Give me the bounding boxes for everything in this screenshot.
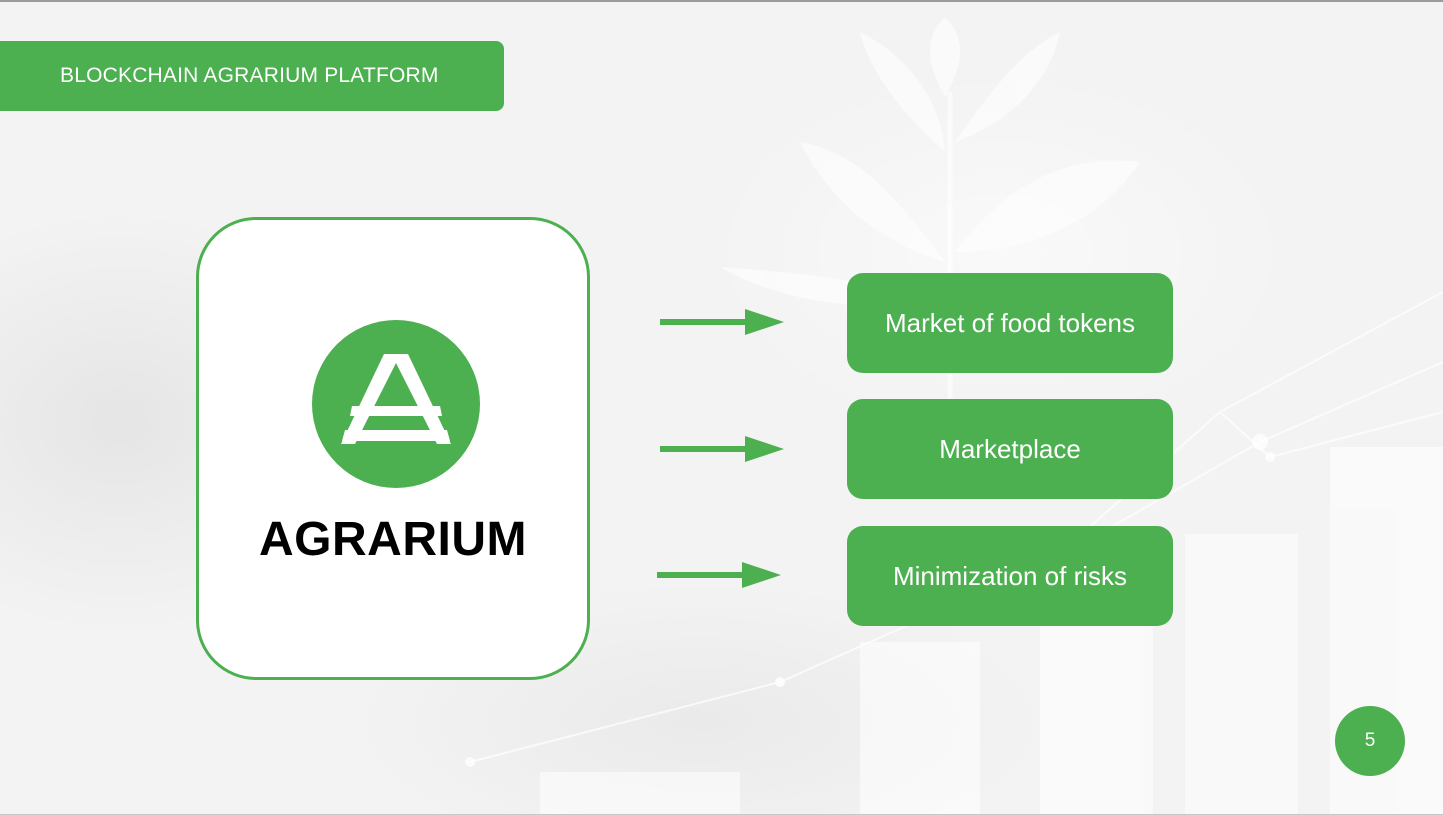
- brand-name: AGRARIUM: [259, 513, 527, 566]
- arrow-right-icon: [660, 309, 784, 335]
- feature-minimization-of-risks: Minimization of risks: [847, 526, 1173, 626]
- logo-card: AGRARIUM: [196, 217, 590, 680]
- page-number-badge: 5: [1335, 706, 1405, 776]
- feature-market-of-food-tokens: Market of food tokens: [847, 273, 1173, 373]
- arrow-right-icon: [660, 436, 784, 462]
- arrow-right-icon: [657, 562, 781, 588]
- feature-marketplace: Marketplace: [847, 399, 1173, 499]
- header-title: BLOCKCHAIN AGRARIUM PLATFORM: [60, 64, 439, 87]
- header-bar: BLOCKCHAIN AGRARIUM PLATFORM: [0, 41, 504, 111]
- agrarium-logo: [312, 320, 480, 488]
- agrarium-a-icon: [341, 354, 451, 444]
